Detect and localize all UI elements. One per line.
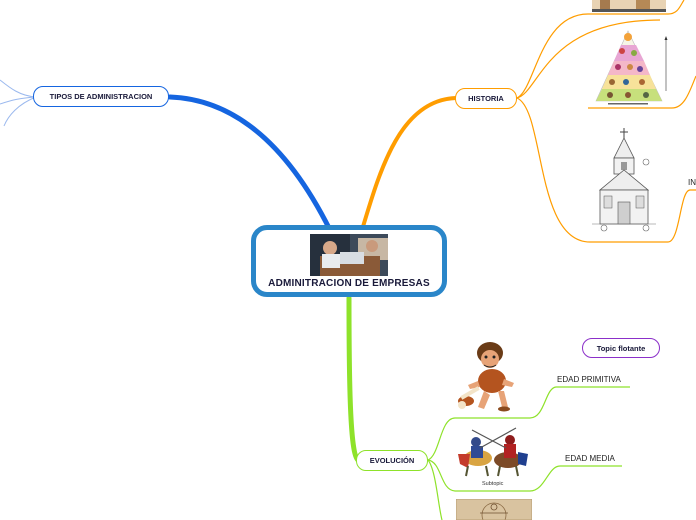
knights-illustration (458, 427, 528, 477)
church-drawing-image (590, 124, 658, 236)
link-historia-pyr-under (588, 75, 696, 109)
knights-caption: Subtopic (482, 481, 504, 487)
link-historia-church (516, 97, 696, 243)
link-evolucion (346, 295, 361, 463)
central-title: ADMINITRACION DE EMPRESAS (268, 278, 430, 289)
subtopic-edad-media[interactable]: EDAD MEDIA (565, 454, 615, 463)
link-historia-top-under (588, 0, 685, 15)
link-historia-pyr (516, 19, 661, 99)
topic-historia-label: HISTORIA (468, 94, 504, 103)
subtopic-historia-cut[interactable]: IN (688, 178, 696, 187)
link-evo-bottom (427, 459, 443, 520)
topic-historia[interactable]: HISTORIA (455, 88, 517, 109)
topic-evolucion[interactable]: EVOLUCIÓN (356, 450, 428, 471)
link-historia-top (516, 13, 589, 99)
central-topic[interactable]: ADMINITRACION DE EMPRESAS (251, 225, 447, 297)
floating-topic-label: Topic flotante (596, 343, 646, 353)
floating-topic[interactable]: Topic flotante (582, 338, 660, 358)
link-tipos-out3 (3, 96, 37, 127)
link-tipos-out2 (0, 96, 37, 105)
pyramid-diagram-image (595, 30, 668, 105)
link-historia (360, 96, 458, 232)
office-photo-image (310, 234, 388, 276)
sketch-image-top (592, 0, 666, 12)
topic-evolucion-label: EVOLUCIÓN (369, 456, 415, 465)
link-evo-primitiva (427, 386, 630, 461)
link-evo-media (427, 459, 622, 492)
link-tipos-out1 (0, 79, 37, 98)
topic-tipos-label: TIPOS DE ADMINISTRACION (49, 92, 153, 101)
subtopic-edad-primitiva[interactable]: EDAD PRIMITIVA (557, 375, 621, 384)
link-tipos (167, 94, 333, 233)
topic-tipos-administracion[interactable]: TIPOS DE ADMINISTRACION (33, 86, 169, 107)
caveman-illustration (458, 342, 514, 412)
renaissance-sketch-image (456, 499, 532, 520)
